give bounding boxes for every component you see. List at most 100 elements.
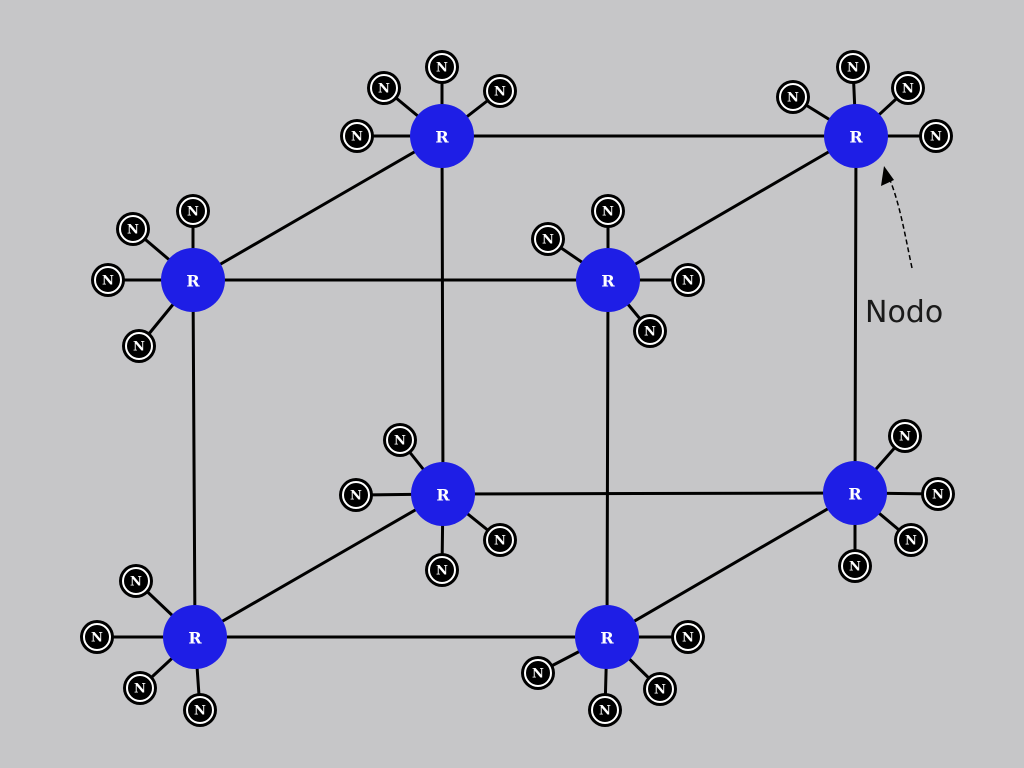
end-node-label: N bbox=[682, 274, 694, 289]
end-node-ring bbox=[386, 426, 414, 454]
end-node-label: N bbox=[682, 631, 694, 646]
end-node-label: N bbox=[932, 488, 944, 503]
router-label: R bbox=[849, 128, 863, 147]
end-node-label: N bbox=[436, 564, 448, 579]
end-node-ring bbox=[343, 122, 371, 150]
node-legs-layer bbox=[95, 65, 940, 712]
end-node-label: N bbox=[436, 61, 448, 76]
end-node-ring bbox=[119, 215, 147, 243]
links-layer bbox=[191, 134, 858, 639]
end-node: N bbox=[116, 212, 150, 246]
end-node: N bbox=[483, 74, 517, 108]
end-node-ring bbox=[428, 556, 456, 584]
link-front-bottom-left-to-back-bottom-left bbox=[193, 492, 445, 639]
end-node-label: N bbox=[194, 704, 206, 719]
end-node-ring bbox=[646, 675, 674, 703]
router-label: R bbox=[436, 486, 450, 505]
end-node: N bbox=[588, 693, 622, 727]
end-node-ring bbox=[428, 53, 456, 81]
end-node: N bbox=[91, 263, 125, 297]
router-label: R bbox=[186, 272, 200, 291]
end-node-ring bbox=[126, 674, 154, 702]
router-label: R bbox=[435, 128, 449, 147]
router-circle bbox=[163, 605, 227, 669]
end-node: N bbox=[340, 119, 374, 153]
router-front-bottom-left: R bbox=[163, 605, 227, 669]
end-node-label: N bbox=[494, 85, 506, 100]
link-front-bottom-right-to-back-bottom-right bbox=[605, 491, 857, 639]
end-node-label: N bbox=[930, 130, 942, 145]
end-node-ring bbox=[897, 526, 925, 554]
end-node: N bbox=[838, 549, 872, 583]
callout-label: Nodo bbox=[865, 295, 943, 330]
end-node: N bbox=[80, 620, 114, 654]
router-circle bbox=[823, 461, 887, 525]
link-back-top-left-to-back-bottom-left bbox=[440, 134, 445, 496]
router-circle bbox=[411, 462, 475, 526]
end-node: N bbox=[643, 672, 677, 706]
end-node-ring bbox=[894, 74, 922, 102]
router-back-bottom-right: R bbox=[823, 461, 887, 525]
end-node: N bbox=[891, 71, 925, 105]
router-front-top-left: R bbox=[161, 248, 225, 312]
end-node-label: N bbox=[899, 430, 911, 445]
end-node: N bbox=[521, 656, 555, 690]
router-label: R bbox=[848, 485, 862, 504]
router-circle bbox=[824, 104, 888, 168]
callout: Nodo bbox=[865, 166, 943, 330]
end-node-label: N bbox=[130, 575, 142, 590]
end-node-ring bbox=[674, 623, 702, 651]
end-node-ring bbox=[524, 659, 552, 687]
end-node: N bbox=[671, 263, 705, 297]
end-node: N bbox=[183, 693, 217, 727]
end-node-label: N bbox=[127, 223, 139, 238]
end-node-ring bbox=[125, 332, 153, 360]
link-back-top-right-to-back-bottom-right bbox=[853, 134, 858, 495]
end-node-label: N bbox=[134, 682, 146, 697]
router-label: R bbox=[188, 629, 202, 648]
router-front-top-right: R bbox=[576, 248, 640, 312]
end-node-label: N bbox=[787, 91, 799, 106]
link-front-top-right-to-back-top-right bbox=[606, 134, 858, 282]
end-node: N bbox=[888, 419, 922, 453]
end-node: N bbox=[383, 423, 417, 457]
router-front-bottom-right: R bbox=[575, 605, 639, 669]
end-node-ring bbox=[636, 317, 664, 345]
router-label: R bbox=[601, 272, 615, 291]
end-node: N bbox=[671, 620, 705, 654]
end-node-ring bbox=[534, 225, 562, 253]
end-node-ring bbox=[94, 266, 122, 294]
link-front-top-left-to-back-top-left bbox=[191, 134, 444, 282]
end-node: N bbox=[367, 71, 401, 105]
end-node-ring bbox=[779, 83, 807, 111]
router-circle bbox=[410, 104, 474, 168]
end-node-label: N bbox=[905, 534, 917, 549]
router-circle bbox=[575, 605, 639, 669]
router-circle bbox=[576, 248, 640, 312]
end-node-label: N bbox=[91, 631, 103, 646]
end-node: N bbox=[531, 222, 565, 256]
callout-arrowhead bbox=[881, 166, 894, 186]
end-node-ring bbox=[342, 481, 370, 509]
end-node-ring bbox=[591, 696, 619, 724]
end-node-ring bbox=[594, 197, 622, 225]
end-node-label: N bbox=[378, 82, 390, 97]
link-front-top-left-to-front-bottom-left bbox=[191, 278, 197, 639]
end-node: N bbox=[919, 119, 953, 153]
end-node-label: N bbox=[849, 560, 861, 575]
end-node-label: N bbox=[102, 274, 114, 289]
end-node: N bbox=[176, 194, 210, 228]
end-node-label: N bbox=[654, 683, 666, 698]
end-node-ring bbox=[891, 422, 919, 450]
end-node-label: N bbox=[542, 233, 554, 248]
end-node: N bbox=[425, 553, 459, 587]
end-node: N bbox=[123, 671, 157, 705]
router-back-top-left: R bbox=[410, 104, 474, 168]
end-node-ring bbox=[179, 197, 207, 225]
end-node-ring bbox=[122, 567, 150, 595]
end-node-ring bbox=[186, 696, 214, 724]
end-node-label: N bbox=[187, 205, 199, 220]
end-node: N bbox=[119, 564, 153, 598]
end-node: N bbox=[836, 50, 870, 84]
